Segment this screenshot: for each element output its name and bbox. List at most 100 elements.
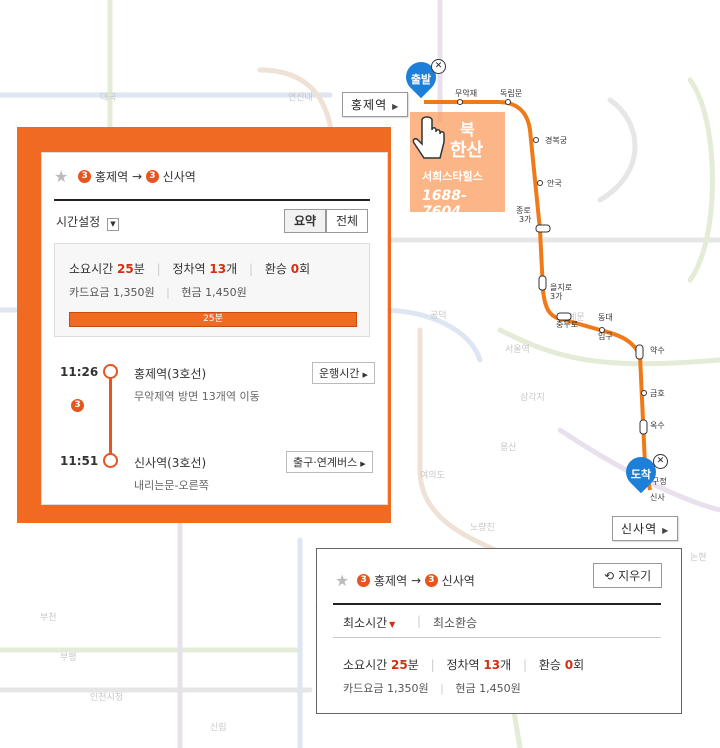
svg-text:동대: 동대 bbox=[598, 313, 613, 322]
caret-down-icon: ▼ bbox=[389, 620, 396, 629]
duration-bar: 25분 bbox=[69, 312, 357, 327]
route-detail-panel: ★ 3 홍제역 → 3 신사역 시간설정 ▼ 요약 전체 소요시간 25분 | … bbox=[41, 152, 388, 505]
transfer-value: 0 bbox=[290, 262, 300, 276]
line-3-icon: 3 bbox=[145, 170, 159, 183]
transfer-value: 0 bbox=[564, 658, 574, 672]
step-1-detail: 무악제역 방면 13개역 이동 bbox=[134, 390, 260, 403]
favorite-star-icon[interactable]: ★ bbox=[54, 167, 69, 186]
exit-bus-button-label: 출구·연계버스 bbox=[293, 456, 358, 469]
exit-bus-button[interactable]: 출구·연계버스▶ bbox=[286, 451, 373, 473]
ad-line3: 서희스타힐스 bbox=[422, 170, 483, 183]
time-label: 소요시간 bbox=[69, 262, 114, 276]
bottom-header-divider bbox=[333, 603, 661, 605]
hand-cursor-icon bbox=[412, 116, 448, 166]
origin-pin-label: 출발 bbox=[410, 73, 432, 86]
ad-line1: 북 bbox=[460, 120, 475, 139]
sort-min-time[interactable]: 최소시간▼ bbox=[343, 614, 395, 631]
svg-text:대곡: 대곡 bbox=[100, 92, 117, 103]
sort-divider: | bbox=[417, 614, 422, 628]
timeline-end-dot bbox=[103, 453, 118, 468]
destination-pin-label: 도착 bbox=[630, 468, 652, 481]
sort-divider-line bbox=[333, 637, 661, 638]
svg-text:3가: 3가 bbox=[550, 292, 563, 301]
time-unit: 분 bbox=[407, 658, 419, 672]
chevron-right-icon: ▶ bbox=[392, 102, 400, 111]
destination-station-box[interactable]: 신사역▶ bbox=[612, 516, 679, 541]
svg-text:여의도: 여의도 bbox=[420, 469, 445, 481]
svg-text:옥수: 옥수 bbox=[650, 421, 665, 430]
ad-line2: 한산 bbox=[450, 140, 484, 161]
origin-station-label: 홍제역 bbox=[351, 98, 388, 112]
ad-banner[interactable]: 북 한산 서희스타힐스 1688-7604 bbox=[410, 112, 505, 220]
step-1-time: 11:26 bbox=[60, 365, 99, 379]
line-3-icon: 3 bbox=[78, 170, 92, 183]
tab-summary[interactable]: 요약 bbox=[284, 209, 326, 233]
stops-label: 정차역 bbox=[446, 658, 480, 672]
clear-button[interactable]: ⟲지우기 bbox=[593, 563, 663, 588]
cash-fare-label: 현금 bbox=[455, 682, 476, 695]
time-setting-dropdown[interactable]: 시간설정 ▼ bbox=[56, 213, 119, 231]
route-to: 신사역 bbox=[162, 170, 196, 184]
ad-phone: 1688-7604 bbox=[422, 188, 467, 220]
chevron-right-icon: ▶ bbox=[360, 460, 366, 468]
svg-text:경복궁: 경복궁 bbox=[545, 135, 567, 145]
svg-text:공덕: 공덕 bbox=[430, 310, 447, 321]
bottom-route-from: 홍제역 bbox=[374, 574, 408, 588]
schedule-button-label: 운행시간 bbox=[319, 367, 360, 380]
stops-unit: 개 bbox=[226, 262, 238, 276]
stops-label: 정차역 bbox=[172, 262, 206, 276]
svg-text:삼각지: 삼각지 bbox=[520, 391, 545, 403]
tab-all[interactable]: 전체 bbox=[326, 209, 368, 233]
svg-text:신림: 신림 bbox=[210, 721, 227, 733]
line-3-icon: 3 bbox=[357, 574, 371, 587]
svg-text:부천: 부천 bbox=[40, 612, 57, 623]
fare-row: 카드요금 1,350원 | 현금 1,450원 bbox=[69, 286, 247, 299]
line-3-icon: 3 bbox=[71, 399, 84, 412]
summary-box: 소요시간 25분 | 정차역 13개 | 환승 0회 카드요금 1,350원 |… bbox=[54, 243, 370, 337]
svg-text:입구: 입구 bbox=[598, 332, 613, 341]
origin-pin[interactable]: 출발 bbox=[399, 55, 443, 104]
svg-text:용산: 용산 bbox=[500, 442, 517, 453]
favorite-star-icon[interactable]: ★ bbox=[335, 571, 350, 590]
route-summary-panel: ★ 3 홍제역 → 3 신사역 ⟲지우기 최소시간▼ | 최소환승 소요시간 2… bbox=[316, 548, 682, 714]
route-arrow: → bbox=[131, 169, 143, 184]
card-fare-label: 카드요금 bbox=[69, 286, 110, 299]
chevron-right-icon: ▶ bbox=[662, 526, 670, 535]
card-fare-value: 1,350원 bbox=[386, 682, 429, 695]
svg-text:부평: 부평 bbox=[60, 652, 77, 663]
summary-row: 소요시간 25분 | 정차역 13개 | 환승 0회 bbox=[69, 262, 311, 276]
stops-unit: 개 bbox=[500, 658, 512, 672]
close-destination-icon[interactable]: ✕ bbox=[653, 454, 668, 469]
svg-text:독립문: 독립문 bbox=[500, 89, 522, 98]
svg-text:신사: 신사 bbox=[650, 493, 665, 502]
bottom-summary-row: 소요시간 25분 | 정차역 13개 | 환승 0회 bbox=[343, 658, 585, 672]
step-2-station: 신사역(3호선) bbox=[134, 456, 207, 470]
svg-text:인천시청: 인천시청 bbox=[90, 692, 123, 703]
svg-text:안국: 안국 bbox=[547, 178, 562, 188]
timeline-start-dot bbox=[103, 364, 118, 379]
schedule-button[interactable]: 운행시간▶ bbox=[312, 362, 375, 384]
bottom-fare-row: 카드요금 1,350원 | 현금 1,450원 bbox=[343, 682, 521, 695]
svg-text:금호: 금호 bbox=[650, 389, 665, 398]
sort-min-transfer[interactable]: 최소환승 bbox=[433, 616, 478, 630]
svg-text:무악재: 무악재 bbox=[455, 88, 477, 98]
time-value: 25 bbox=[117, 262, 134, 276]
chevron-right-icon: ▶ bbox=[362, 371, 368, 379]
header-divider bbox=[54, 199, 370, 201]
step-1-station: 홍제역(3호선) bbox=[134, 367, 207, 381]
close-origin-icon[interactable]: ✕ bbox=[431, 59, 446, 74]
svg-text:종로: 종로 bbox=[516, 206, 531, 215]
timeline-line bbox=[109, 371, 112, 461]
bottom-route-header: ★ 3 홍제역 → 3 신사역 bbox=[335, 571, 475, 590]
svg-text:논현: 논현 bbox=[690, 552, 707, 563]
origin-station-box[interactable]: 홍제역 ▶ bbox=[342, 92, 409, 117]
card-fare-label: 카드요금 bbox=[343, 682, 384, 695]
refresh-icon: ⟲ bbox=[604, 569, 615, 583]
route-header: ★ 3 홍제역 → 3 신사역 bbox=[54, 167, 372, 189]
cash-fare-value: 1,450원 bbox=[205, 286, 247, 299]
time-setting-label: 시간설정 bbox=[56, 215, 101, 229]
route-from: 홍제역 bbox=[95, 170, 129, 184]
destination-pin[interactable]: 도착 bbox=[619, 450, 663, 499]
svg-text:서울역: 서울역 bbox=[505, 344, 530, 355]
svg-text:충무로: 충무로 bbox=[556, 320, 578, 329]
